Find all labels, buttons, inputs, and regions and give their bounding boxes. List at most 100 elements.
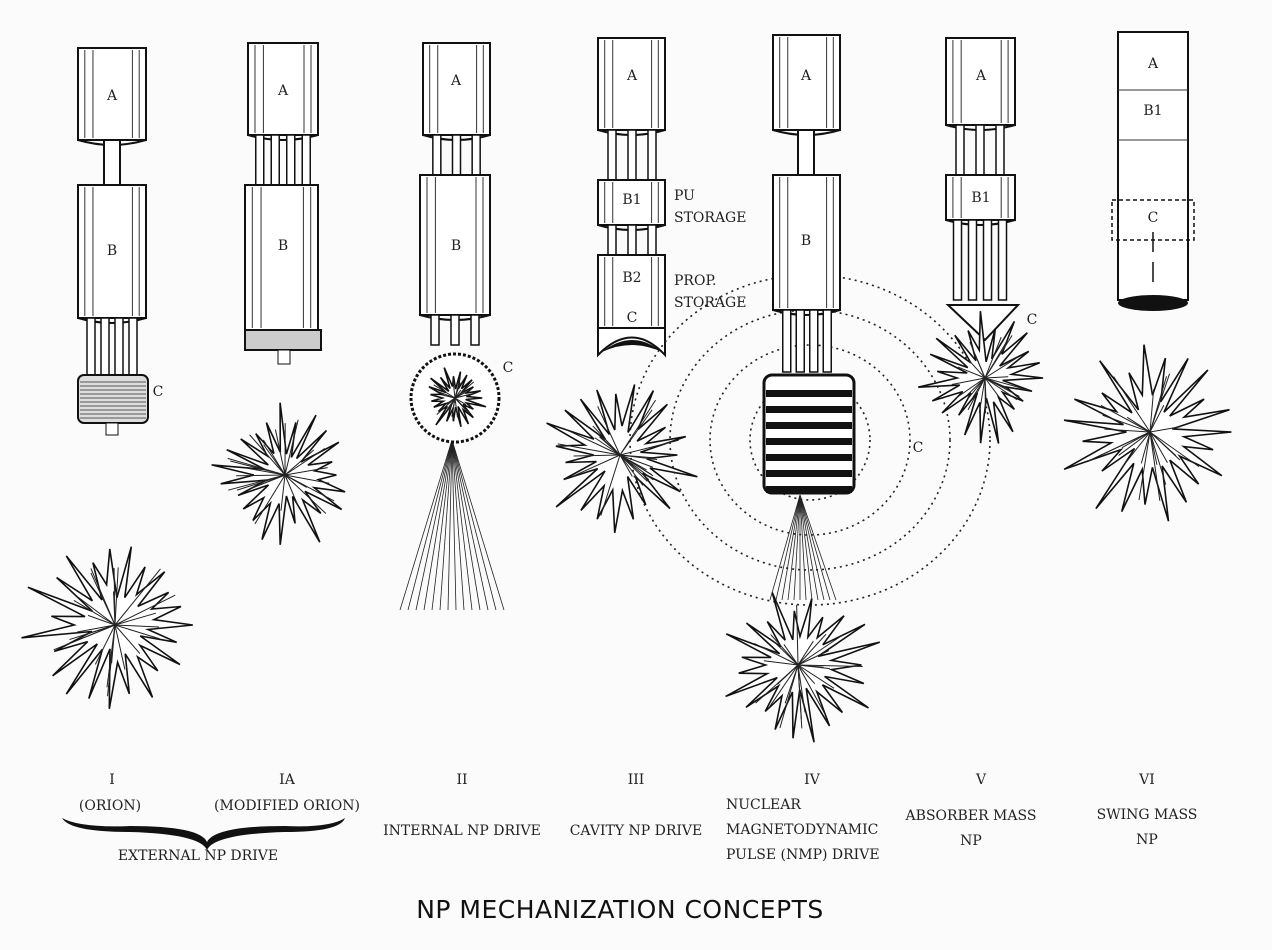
explosion-streak [1121,431,1151,468]
label-a: A [626,68,638,84]
exhaust-line [451,439,497,611]
explosion-streak [1140,431,1151,464]
support-rod [809,309,819,373]
module-b1 [945,174,1016,221]
concept-name: INTERNAL NP DRIVE [383,823,541,839]
explosion-streak [227,457,286,476]
exhaust-line [407,439,453,611]
explosion-streak [957,366,986,379]
exhaust-line [799,494,837,601]
module-b2 [597,254,666,329]
explosion-streak [600,454,621,516]
support-rod [86,317,96,376]
tube-opening [1118,295,1188,311]
module-b [419,174,491,316]
support-rod [997,219,1008,301]
label-b: B [801,233,811,249]
support-rod [286,134,296,186]
support-rod [114,317,124,376]
explosion-streak [619,454,654,481]
explosion-streak [228,474,286,491]
explosion-streak [797,640,814,666]
shaft [103,139,121,187]
explosion-streak [797,633,827,666]
explosion-streak [263,444,286,476]
concept-name: NP [960,833,982,849]
label-c: C [503,360,514,376]
explosion-streak [94,624,116,665]
exhaust-line [787,494,801,601]
absorber-cone [945,304,1021,342]
magnetic-field-line [709,344,911,536]
support-rod [795,309,805,373]
support-rod [982,219,993,301]
explosion-streak [619,409,653,456]
explosion-streak [779,664,799,729]
explosion-streak [284,449,315,476]
explosion-streak [619,454,655,459]
exhaust-line [431,439,453,611]
nub [105,422,119,436]
label-c: C [913,440,924,456]
explosion-streak [114,624,141,654]
explosion-streak [454,397,467,406]
tube [1117,31,1189,301]
concept-name: (ORION) [79,798,141,814]
explosion-streak [1149,426,1181,433]
support-rod [432,134,442,176]
support-rod [451,134,462,176]
support-rod [270,134,280,186]
module-b [77,184,147,319]
explosion-streak [978,377,986,413]
explosion-streak [984,377,1029,391]
label-b: B [107,243,117,259]
explosion-streak [454,377,461,399]
explosion-streak [974,354,986,379]
explosion-streak [951,377,986,385]
label-storage: STORAGE [674,295,746,311]
page-title: NP MECHANIZATION CONCEPTS [416,895,824,924]
explosion-streak [261,474,286,485]
support-rod [430,314,440,346]
exhaust-line [447,439,453,611]
explosion-streak [796,604,799,666]
explosion-streak [274,429,286,476]
base-plate [244,329,322,351]
explosion-streak [597,406,621,456]
explosion-streak [1138,431,1151,501]
explosion-streak [572,454,621,477]
exhaust-line [799,494,813,601]
cage-ring [766,406,852,413]
explosion-streak [284,474,307,488]
explosion-streak [236,474,286,477]
concept-name: SWING MASS [1097,807,1198,823]
concept-numeral: IV [804,772,821,788]
exhaust-line [451,439,457,611]
explosion-streak [451,397,456,417]
explosion-streak [284,474,330,484]
exhaust-line [415,439,453,611]
explosion-streak [114,624,126,670]
explosion-streak [984,335,1013,379]
brace [62,818,345,850]
support-rod [952,219,963,301]
explosion-streak [984,377,1007,389]
cage-ring [766,470,852,477]
support-rod [607,129,617,181]
explosion-streak [1149,405,1165,433]
exhaust-line [451,439,505,611]
explosion-streak [955,377,986,399]
label-storage: STORAGE [674,210,746,226]
module-a [77,47,147,141]
exhaust-line [781,494,801,601]
explosion-streak [770,634,799,666]
module-a [597,37,666,131]
exhaust-line [769,494,801,601]
explosion-streak [619,454,654,468]
support-rod [100,317,110,376]
group-label: EXTERNAL NP DRIVE [118,848,278,864]
explosion-streak [1149,431,1168,464]
explosion-streak [284,474,299,507]
